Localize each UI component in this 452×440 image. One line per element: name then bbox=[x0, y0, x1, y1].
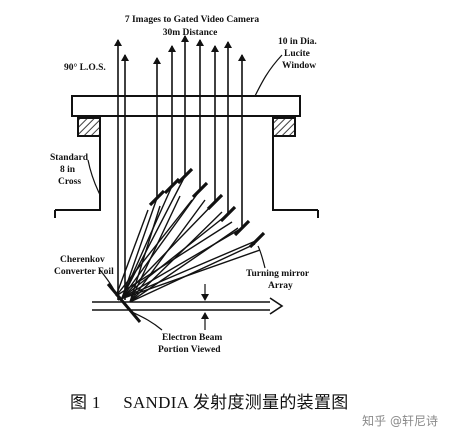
window-label-2: Lucite bbox=[284, 49, 310, 59]
beam-label-2: Portion Viewed bbox=[158, 345, 221, 355]
title-line1: 7 Images to Gated Video Camera bbox=[125, 15, 260, 25]
turning-mirror-array bbox=[148, 167, 266, 249]
lucite-window bbox=[71, 95, 301, 117]
leader-lines bbox=[87, 54, 283, 331]
figure-number: 图 1 bbox=[70, 393, 101, 412]
watermark: 知乎 @轩尼诗 bbox=[362, 412, 438, 429]
los-label: 90° L.O.S. bbox=[64, 62, 106, 73]
title-line2: 30m Distance bbox=[163, 28, 218, 38]
cherenkov-label-1: Cherenkov bbox=[60, 255, 105, 265]
ray-fan bbox=[115, 175, 261, 303]
mirror-label-2: Array bbox=[268, 281, 293, 291]
mirror-label-1: Turning mirror bbox=[246, 269, 310, 279]
watermark-text: 知乎 @轩尼诗 bbox=[362, 414, 438, 428]
cherenkov-label-2: Converter Foil bbox=[54, 267, 114, 277]
window-label-3: Window bbox=[282, 61, 316, 71]
beam-label-1: Electron Beam bbox=[162, 333, 222, 343]
sandia-emittance-diagram: 7 Images to Gated Video Camera 30m Dista… bbox=[50, 15, 319, 355]
electron-beam bbox=[92, 297, 284, 315]
vacuum-cross bbox=[54, 117, 319, 218]
image-rays bbox=[121, 35, 246, 300]
figure-caption-text: SANDIA 发射度测量的装置图 bbox=[123, 393, 349, 412]
cross-label-3: Cross bbox=[58, 177, 81, 187]
window-label-1: 10 in Dia. bbox=[278, 37, 317, 47]
converter-foil bbox=[106, 283, 142, 323]
cross-label-1: Standard bbox=[50, 153, 89, 163]
figure-caption: 图 1 SANDIA 发射度测量的装置图 bbox=[70, 388, 349, 413]
cross-label-2: 8 in bbox=[60, 165, 76, 175]
